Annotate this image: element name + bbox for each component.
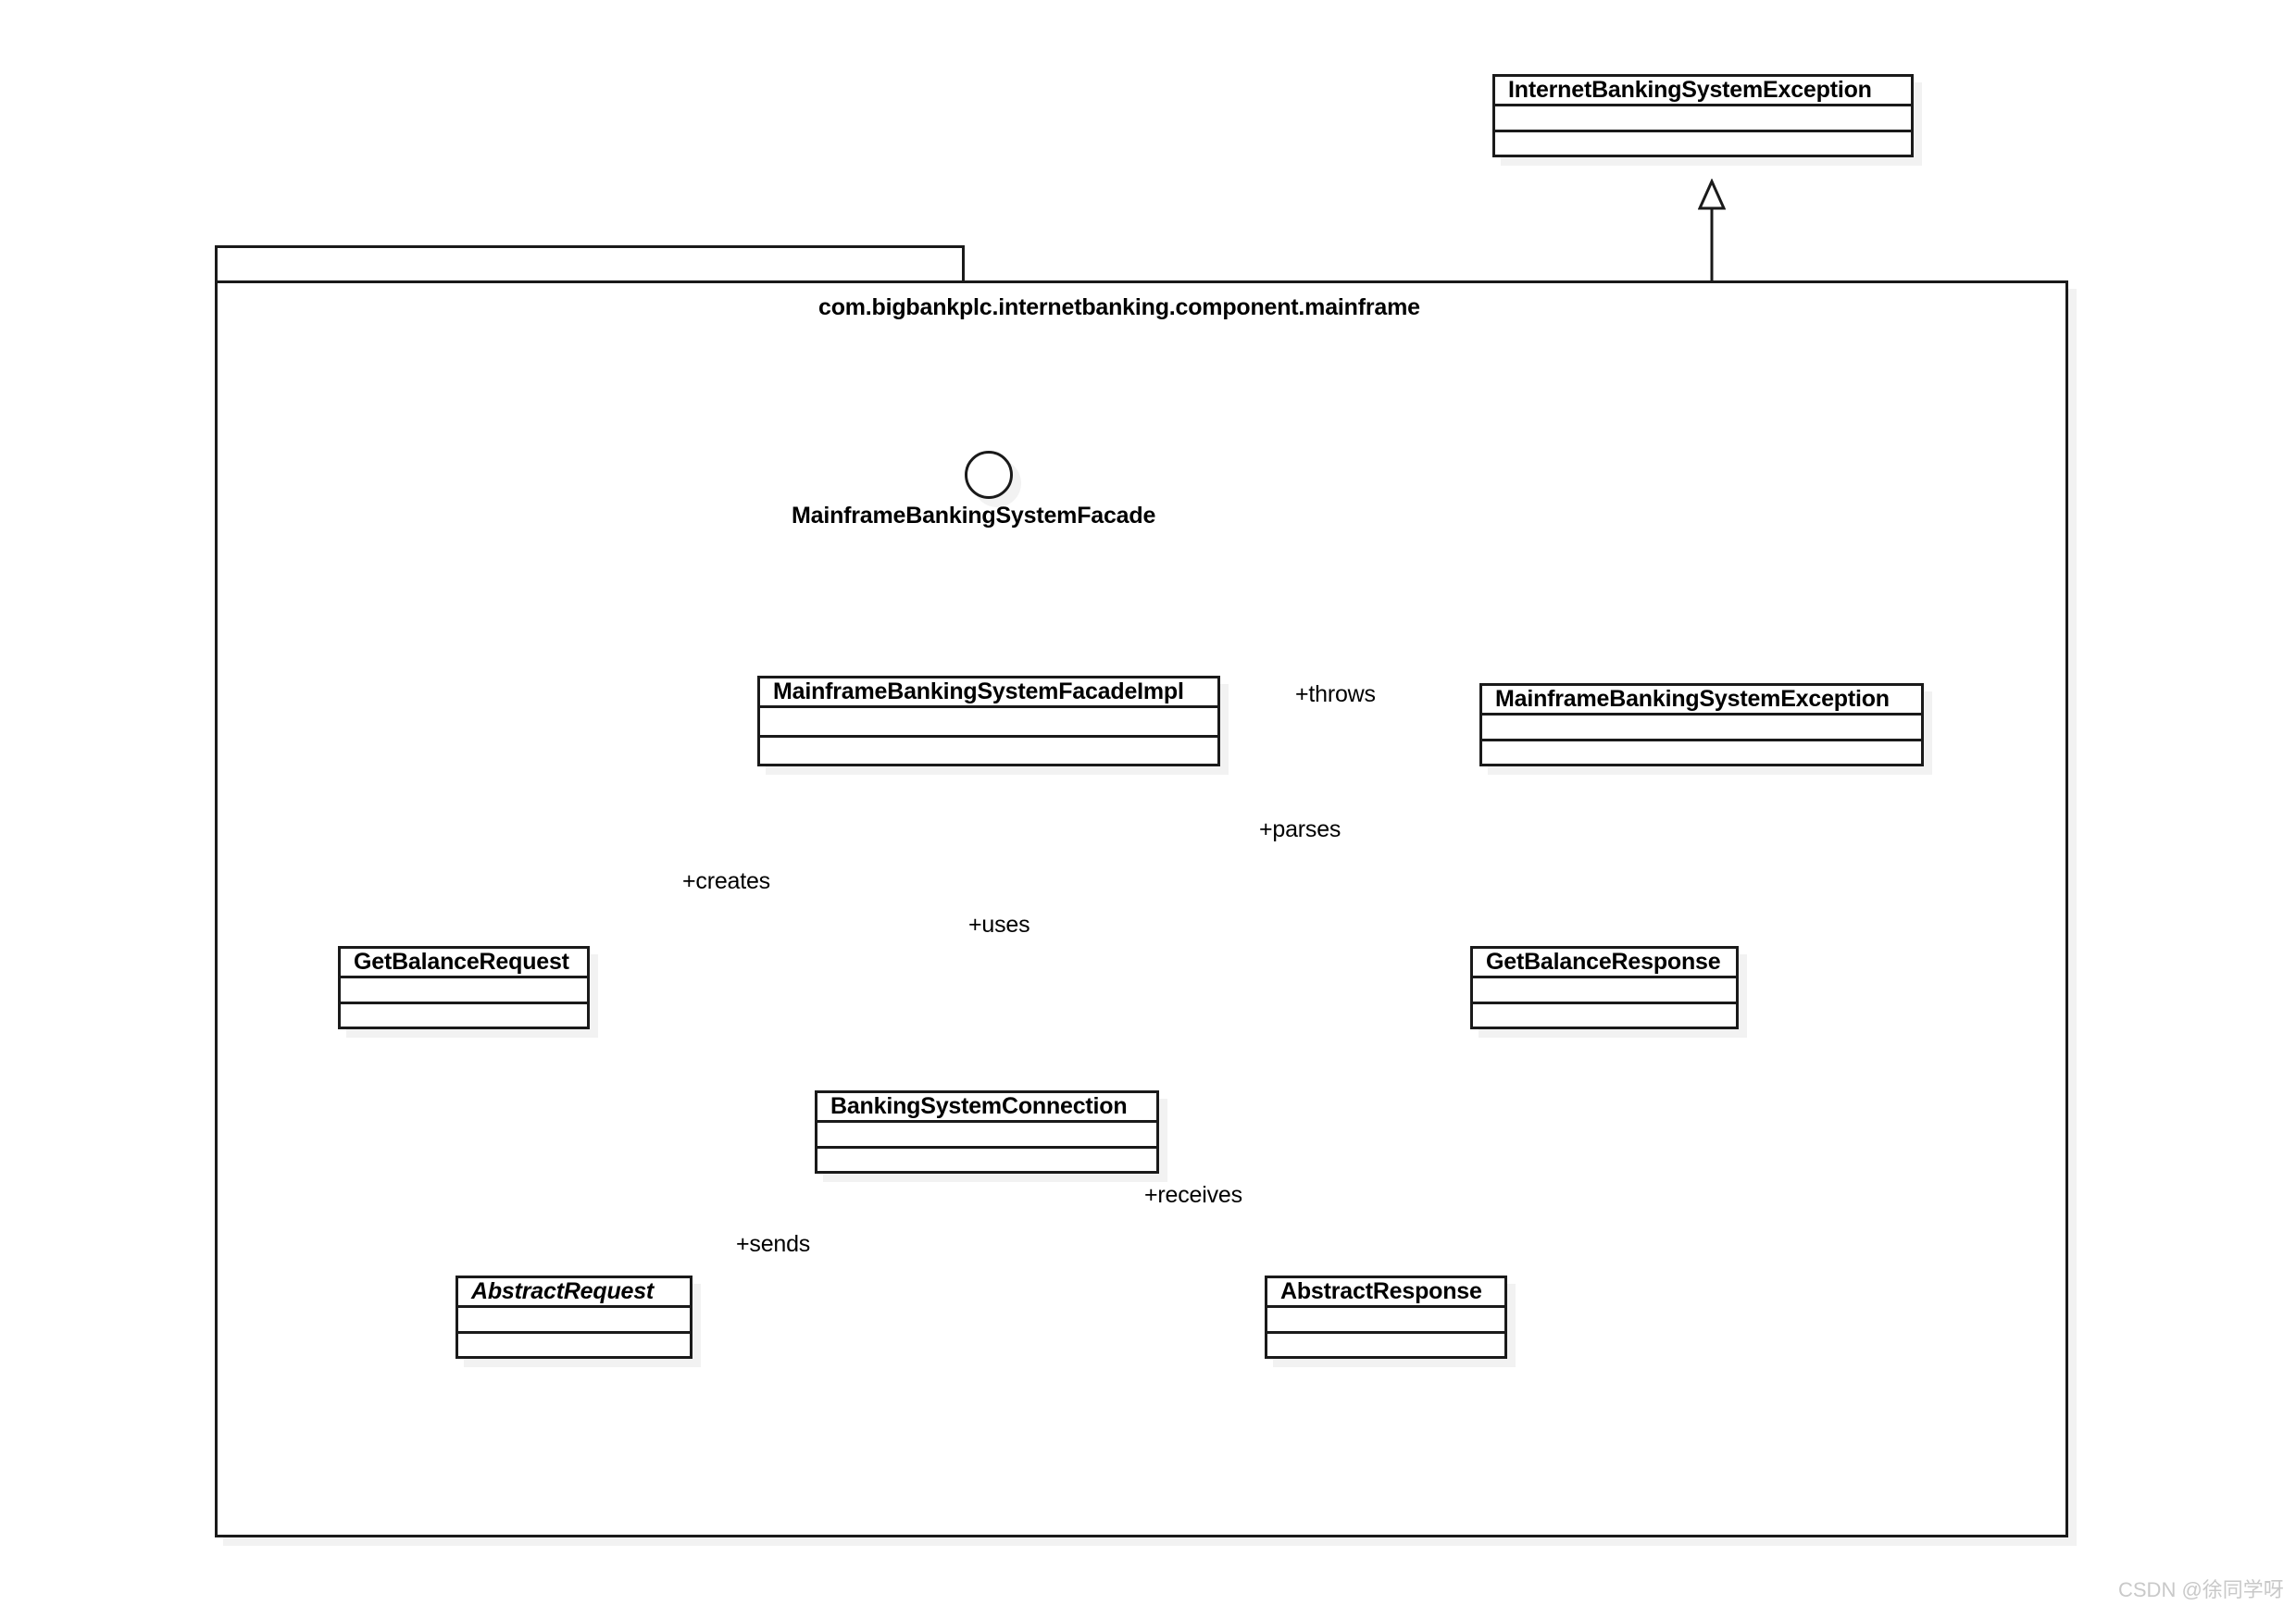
class-attributes-compartment: [760, 708, 1217, 738]
class-attributes-compartment: [1267, 1308, 1504, 1334]
class-name: GetBalanceResponse: [1473, 949, 1736, 978]
class-banking-system-connection[interactable]: BankingSystemConnection: [815, 1090, 1159, 1174]
edge-label-uses: +uses: [968, 912, 1030, 938]
edge-label-sends: +sends: [736, 1231, 811, 1257]
class-operations-compartment: [1473, 1004, 1736, 1027]
class-operations-compartment: [341, 1004, 587, 1027]
edge-label-creates: +creates: [682, 868, 770, 894]
class-operations-compartment: [1267, 1334, 1504, 1357]
class-operations-compartment: [458, 1334, 690, 1357]
class-internet-banking-system-exception[interactable]: InternetBankingSystemException: [1492, 74, 1914, 157]
class-mainframe-banking-system-exception[interactable]: MainframeBankingSystemException: [1479, 683, 1924, 766]
class-name: MainframeBankingSystemException: [1482, 686, 1921, 716]
class-operations-compartment: [1495, 132, 1911, 156]
class-operations-compartment: [760, 738, 1217, 765]
class-attributes-compartment: [341, 978, 587, 1004]
package-name: com.bigbankplc.internetbanking.component…: [818, 294, 1420, 320]
edge-label-parses: +parses: [1259, 816, 1341, 842]
package-tab: [215, 245, 965, 284]
class-attributes-compartment: [817, 1123, 1156, 1149]
edge-label-receives: +receives: [1144, 1182, 1242, 1208]
class-get-balance-request[interactable]: GetBalanceRequest: [338, 946, 590, 1029]
class-abstract-request[interactable]: AbstractRequest: [455, 1276, 693, 1359]
class-name: AbstractResponse: [1267, 1278, 1504, 1308]
class-name: GetBalanceRequest: [341, 949, 587, 978]
class-name: AbstractRequest: [458, 1278, 690, 1308]
class-name: BankingSystemConnection: [817, 1093, 1156, 1123]
class-name: MainframeBankingSystemFacadeImpl: [760, 678, 1217, 708]
class-attributes-compartment: [1482, 716, 1921, 741]
class-get-balance-response[interactable]: GetBalanceResponse: [1470, 946, 1739, 1029]
edge-label-throws: +throws: [1295, 681, 1376, 707]
class-name: InternetBankingSystemException: [1495, 77, 1911, 106]
class-mainframe-banking-system-facade-impl[interactable]: MainframeBankingSystemFacadeImpl: [757, 676, 1220, 766]
interface-lollipop-label: MainframeBankingSystemFacade: [792, 503, 1156, 529]
class-attributes-compartment: [458, 1308, 690, 1334]
interface-lollipop-ball[interactable]: [965, 451, 1013, 499]
watermark: CSDN @徐同学呀: [2118, 1578, 2284, 1601]
class-attributes-compartment: [1495, 106, 1911, 132]
class-operations-compartment: [817, 1149, 1156, 1172]
class-abstract-response[interactable]: AbstractResponse: [1265, 1276, 1507, 1359]
class-operations-compartment: [1482, 741, 1921, 765]
class-attributes-compartment: [1473, 978, 1736, 1004]
